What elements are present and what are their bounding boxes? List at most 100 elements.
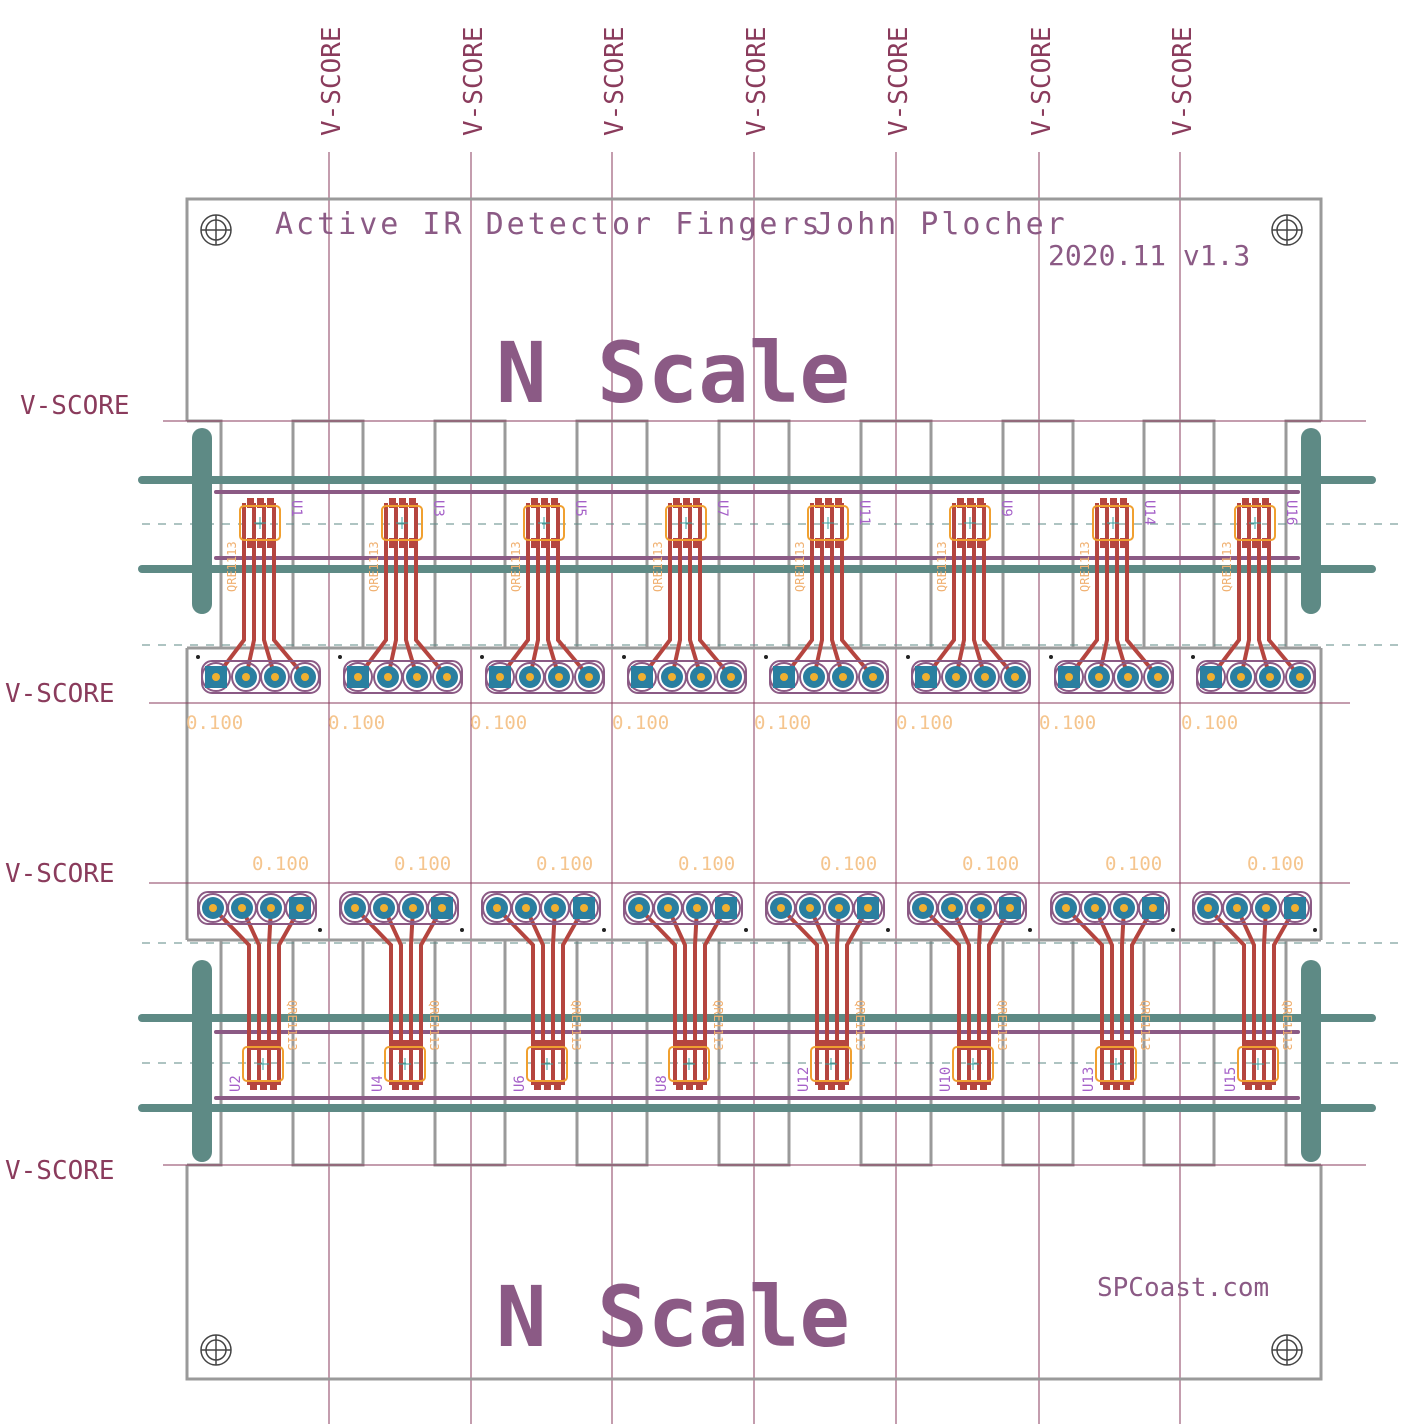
pad-drill: [1237, 673, 1245, 681]
scale-label-top: N Scale: [496, 324, 850, 422]
component-lead: [686, 1080, 693, 1090]
pad-drill: [864, 904, 872, 912]
component-value: QRE1113: [853, 1000, 867, 1051]
copper-trace: [272, 503, 307, 679]
component-lead: [828, 1040, 835, 1050]
dimension-label: 0.100: [1105, 853, 1162, 875]
copper-trace: [1235, 907, 1256, 1085]
component-body: [1095, 1046, 1137, 1082]
finger-gap: [1001, 938, 1075, 1167]
copper-trace: [240, 907, 261, 1085]
pad-drill: [413, 673, 421, 681]
component-lead: [1255, 1080, 1262, 1090]
copper-trace: [267, 907, 273, 1085]
copper-trace: [495, 906, 535, 1085]
pad-outline: [769, 662, 799, 692]
component-body: [526, 1046, 568, 1082]
dimension-label: 0.100: [1039, 712, 1096, 734]
pad-outline: [853, 893, 883, 923]
component-lead: [970, 1040, 977, 1050]
pad-drill: [722, 904, 730, 912]
pad-drill: [835, 904, 843, 912]
component-lead: [1113, 1080, 1120, 1090]
component-lead: [409, 538, 416, 548]
pad-drill: [1233, 904, 1241, 912]
pad-outline: [716, 662, 746, 692]
pin1-dot: [744, 928, 748, 932]
pad-drill: [919, 904, 927, 912]
pin1-dot: [338, 655, 342, 659]
finger-gap: [291, 419, 365, 650]
pad-outline: [290, 662, 320, 692]
component-lead: [1252, 538, 1259, 548]
pad-drill: [1204, 904, 1212, 912]
copper-trace: [528, 503, 540, 678]
copper-trace: [409, 907, 415, 1085]
component-reference: U16: [1283, 500, 1299, 525]
pad-drill: [727, 673, 735, 681]
component-lead: [957, 538, 964, 548]
pad-drill: [496, 673, 504, 681]
component-lead: [1103, 1040, 1110, 1050]
vscore-labels-top: V-SCORE V-SCORE V-SCORE V-SCORE V-SCORE …: [317, 26, 1198, 136]
pad-drill: [409, 904, 417, 912]
copper-trace: [1209, 503, 1241, 679]
component-lead: [1110, 538, 1117, 548]
component-lead: [673, 498, 680, 508]
pad-drill: [443, 673, 451, 681]
copper-trace: [277, 907, 302, 1085]
component-body: [242, 1046, 284, 1082]
dimension-label: 0.100: [186, 712, 243, 734]
vscore-label: V-SCORE: [317, 26, 347, 136]
component-lead: [1262, 538, 1269, 548]
component-body: [381, 505, 423, 541]
component-lead: [838, 1040, 845, 1050]
mounting-holes: [200, 214, 1303, 1366]
pin1-dot: [480, 655, 484, 659]
dimension-label: 0.100: [328, 712, 385, 734]
pad-drill: [522, 904, 530, 912]
vscore-label: V-SCORE: [1168, 26, 1198, 136]
pin1-dot: [1191, 655, 1195, 659]
component-value: QRE1113: [427, 1000, 441, 1051]
component-reference: U14: [1141, 500, 1157, 525]
component-reference: U10: [938, 1067, 954, 1092]
component-lead: [1120, 498, 1127, 508]
component-body: [239, 505, 281, 541]
component-lead: [554, 1040, 561, 1050]
component-lead: [970, 1080, 977, 1090]
component-lead: [967, 538, 974, 548]
copper-trace: [840, 503, 875, 679]
pad-drill: [551, 904, 559, 912]
copper-trace: [703, 907, 728, 1085]
component-value: QRE1113: [225, 541, 239, 592]
component-lead: [250, 1040, 257, 1050]
dimension-label: 0.100: [896, 712, 953, 734]
component-lead: [676, 1080, 683, 1090]
component-value: QRE1113: [367, 541, 381, 592]
pad-drill: [777, 904, 785, 912]
component-lead: [1100, 498, 1107, 508]
component-lead: [693, 498, 700, 508]
component-lead: [270, 1080, 277, 1090]
copper-trace: [666, 907, 687, 1085]
component-lead: [1110, 498, 1117, 508]
pad-outline: [1280, 893, 1310, 923]
pad-drill: [238, 904, 246, 912]
board-version: 2020.11 v1.3: [1048, 239, 1250, 272]
pad-outline: [544, 662, 574, 692]
component-body: [523, 505, 565, 541]
copper-trace: [404, 503, 419, 678]
vscore-label: V-SCORE: [5, 859, 115, 889]
component-lead: [260, 1040, 267, 1050]
component-lead: [815, 498, 822, 508]
pad-drill: [1207, 673, 1215, 681]
copper-trace: [214, 503, 246, 679]
pad-drill: [952, 673, 960, 681]
pad-drill: [693, 904, 701, 912]
component-lead: [683, 538, 690, 548]
component-value: QRE1113: [285, 1000, 299, 1051]
pin1-dot: [460, 928, 464, 932]
component-lead: [1123, 1040, 1130, 1050]
component-lead: [257, 498, 264, 508]
